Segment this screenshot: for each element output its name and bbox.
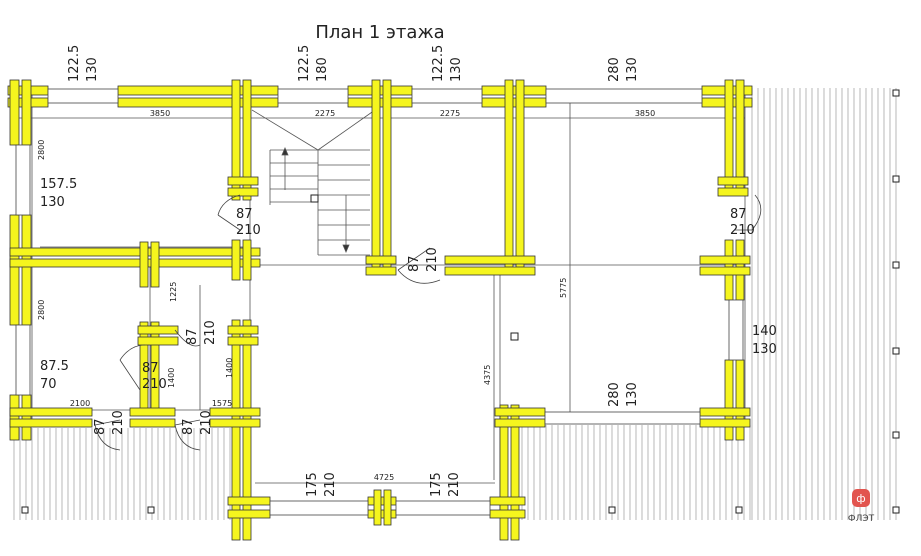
window-frames	[15, 88, 744, 516]
brand-watermark: ф ФЛЭТ	[848, 489, 875, 524]
door-2-width: 87	[730, 207, 747, 222]
dim-left-2: 2800	[37, 300, 46, 320]
dim-5775: 5775	[559, 278, 568, 298]
door-6-width: 87	[93, 418, 108, 435]
door-2-height: 210	[730, 223, 755, 238]
door-4-width: 87	[142, 361, 159, 376]
posts	[21, 89, 900, 514]
dim-4375: 4375	[483, 365, 492, 385]
window-6-height: 70	[40, 377, 57, 392]
window-8-height: 130	[625, 382, 640, 407]
window-5-height: 130	[40, 195, 65, 210]
window-6-width: 87.5	[40, 359, 69, 374]
door-4-height: 210	[142, 377, 167, 392]
door-3-width: 87	[407, 255, 422, 272]
window-9-width: 175	[305, 472, 320, 497]
staircase	[251, 109, 376, 256]
window-5-width: 157.5	[40, 177, 77, 192]
log-walls	[7, 79, 753, 541]
door-1-height: 210	[236, 223, 261, 238]
dim-1400b: 1400	[225, 358, 234, 378]
door-7-height: 210	[199, 410, 214, 435]
door-5-height: 210	[203, 320, 218, 345]
plan-title: План 1 этажа	[315, 22, 444, 43]
dim-left-1: 2800	[37, 140, 46, 160]
dim-4725: 4725	[374, 473, 394, 482]
door-5-width: 87	[185, 328, 200, 345]
dim-top-3: 2275	[440, 109, 460, 118]
window-3-width: 122.5	[431, 45, 446, 82]
brand-logo-glyph: ф	[856, 492, 865, 505]
window-4-width: 280	[607, 57, 622, 82]
brand-name: ФЛЭТ	[848, 514, 875, 524]
window-8-width: 280	[607, 382, 622, 407]
dim-1225: 1225	[169, 282, 178, 302]
window-7-height: 130	[752, 342, 777, 357]
window-1-height: 130	[85, 57, 100, 82]
window-2-width: 122.5	[297, 45, 312, 82]
window-labels: 122.5 130 122.5 180 122.5 130 280 130 15…	[40, 45, 777, 497]
dim-1400a: 1400	[167, 368, 176, 388]
terrace-hatching	[13, 88, 897, 520]
dim-top-2: 2275	[315, 109, 335, 118]
window-2-height: 180	[315, 57, 330, 82]
dim-2100: 2100	[70, 399, 90, 408]
door-3-height: 210	[425, 247, 440, 272]
dim-top-4: 3850	[635, 109, 655, 118]
window-9-height: 210	[323, 472, 338, 497]
door-6-height: 210	[111, 410, 126, 435]
window-1-width: 122.5	[67, 45, 82, 82]
window-7-width: 140	[752, 324, 777, 339]
dimension-labels: 3850 2275 2275 3850 2800 2800 1225 1400 …	[37, 109, 655, 482]
window-10-width: 175	[429, 472, 444, 497]
dim-1575: 1575	[212, 399, 232, 408]
door-7-width: 87	[181, 418, 196, 435]
window-10-height: 210	[447, 472, 462, 497]
door-labels: 87 210 87 210 87 210 87 210 87 210 87 21…	[93, 207, 755, 435]
door-1-width: 87	[236, 207, 253, 222]
door-swings	[94, 194, 762, 451]
window-3-height: 130	[449, 57, 464, 82]
window-4-height: 130	[625, 57, 640, 82]
brand-logo-icon	[852, 489, 870, 507]
dim-top-1: 3850	[150, 109, 170, 118]
